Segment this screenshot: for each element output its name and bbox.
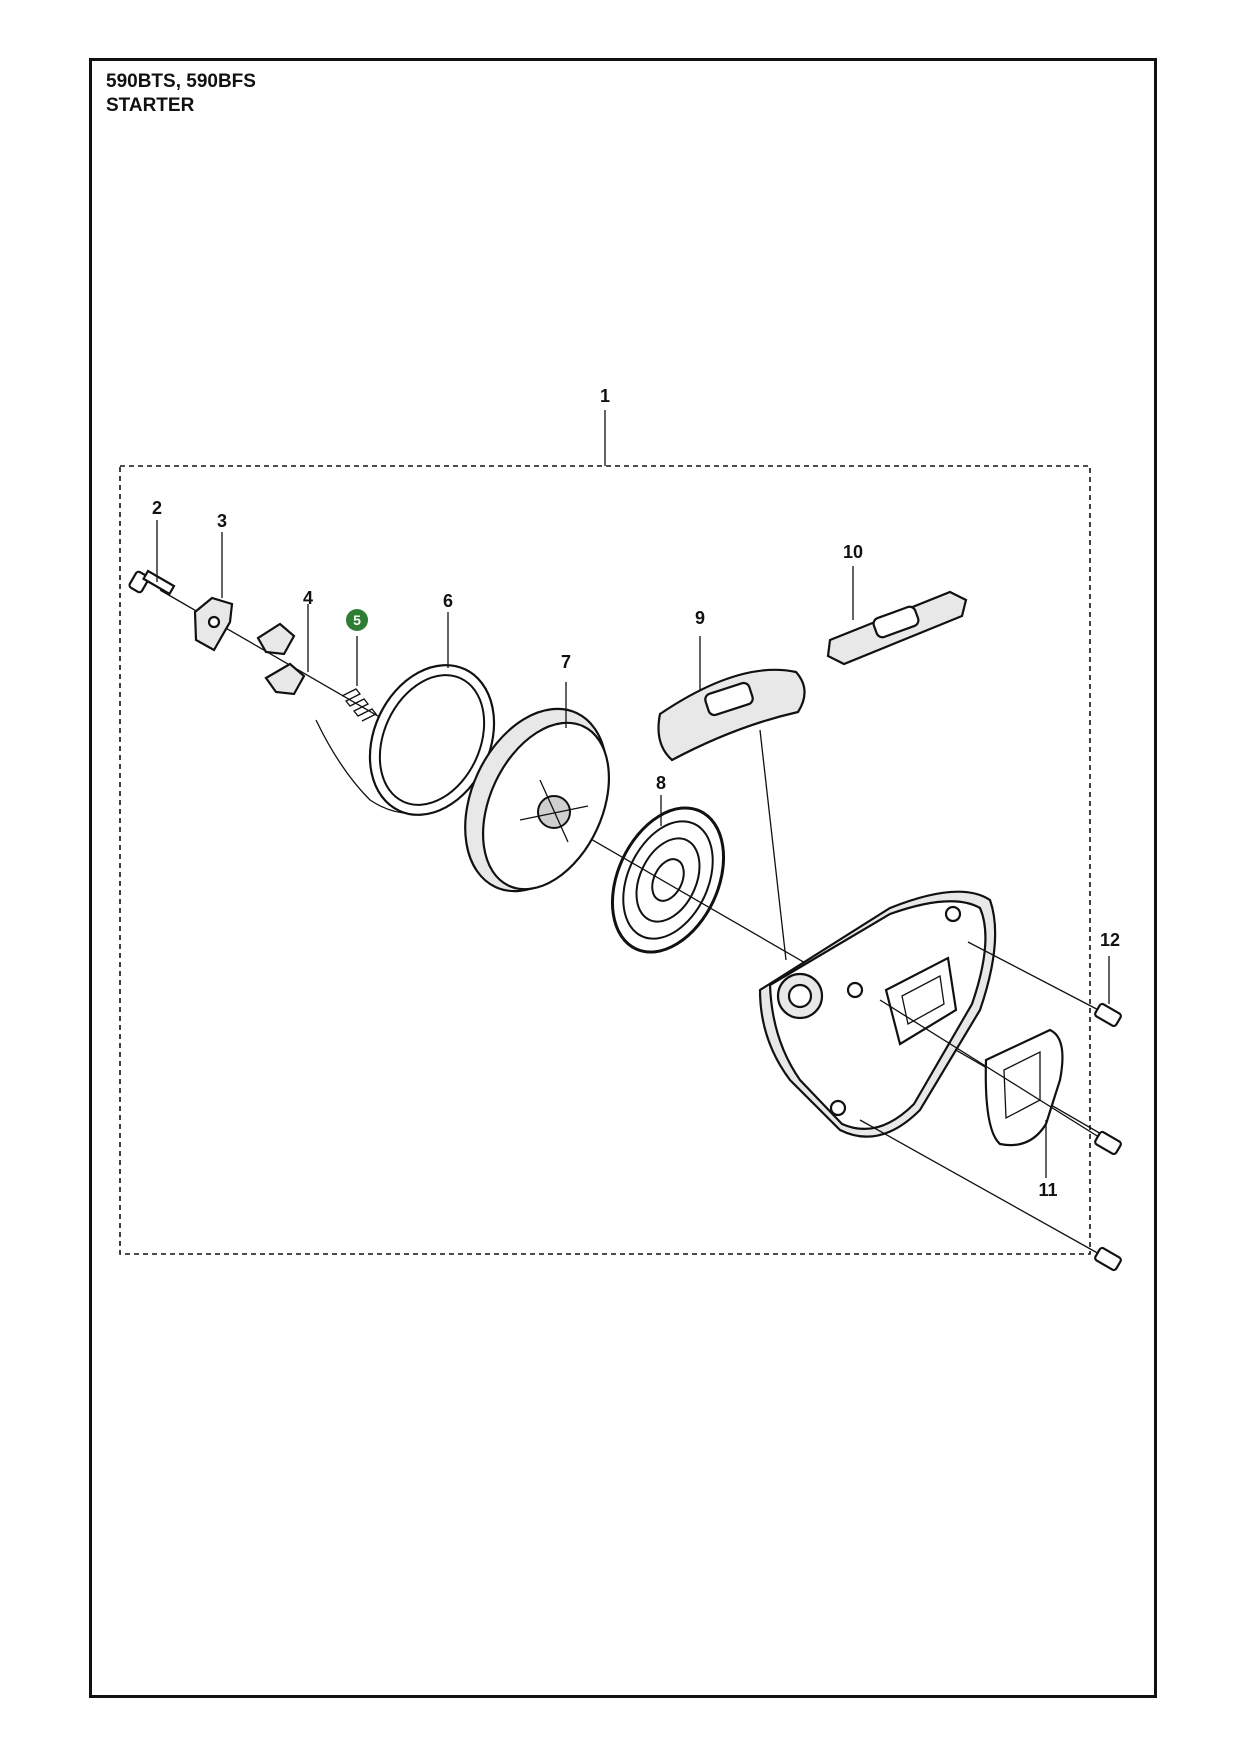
- part-1-housing[interactable]: [758, 890, 997, 1138]
- callout-12: 12: [1100, 930, 1120, 950]
- part-5-spring[interactable]: [341, 688, 378, 722]
- callout-4: 4: [303, 588, 313, 608]
- part-8-recoil-spring[interactable]: [591, 790, 746, 970]
- page-frame: [89, 58, 1157, 1698]
- page-title: 590BTS, 590BFS STARTER: [106, 70, 256, 118]
- callout-5: 5: [353, 612, 361, 628]
- assembly-boundary: [119, 465, 1091, 1255]
- section-title: STARTER: [106, 95, 195, 116]
- callout-6: 6: [443, 591, 453, 611]
- part-9-handle[interactable]: [657, 668, 806, 961]
- callout-1: 1: [600, 386, 610, 406]
- part-10-grip[interactable]: [826, 590, 968, 666]
- callout-5-highlight: [346, 609, 368, 631]
- callout-9: 9: [695, 608, 705, 628]
- callout-2: 2: [152, 498, 162, 518]
- part-11-decal[interactable]: [984, 1028, 1064, 1147]
- part-4-pawl[interactable]: [256, 622, 306, 696]
- callout-11: 11: [1038, 1180, 1057, 1200]
- model-title: 590BTS, 590BFS: [106, 71, 256, 92]
- callout-10: 10: [843, 542, 863, 562]
- callout-3: 3: [217, 511, 227, 531]
- callout-8: 8: [656, 773, 666, 793]
- part-7-pulley[interactable]: [437, 686, 634, 914]
- part-12-screws[interactable]: [859, 941, 1122, 1272]
- part-3-plate[interactable]: [193, 596, 234, 652]
- callout-7: 7: [561, 652, 571, 672]
- assembly-axis: [159, 589, 1116, 1143]
- part-2-screw[interactable]: [128, 569, 176, 596]
